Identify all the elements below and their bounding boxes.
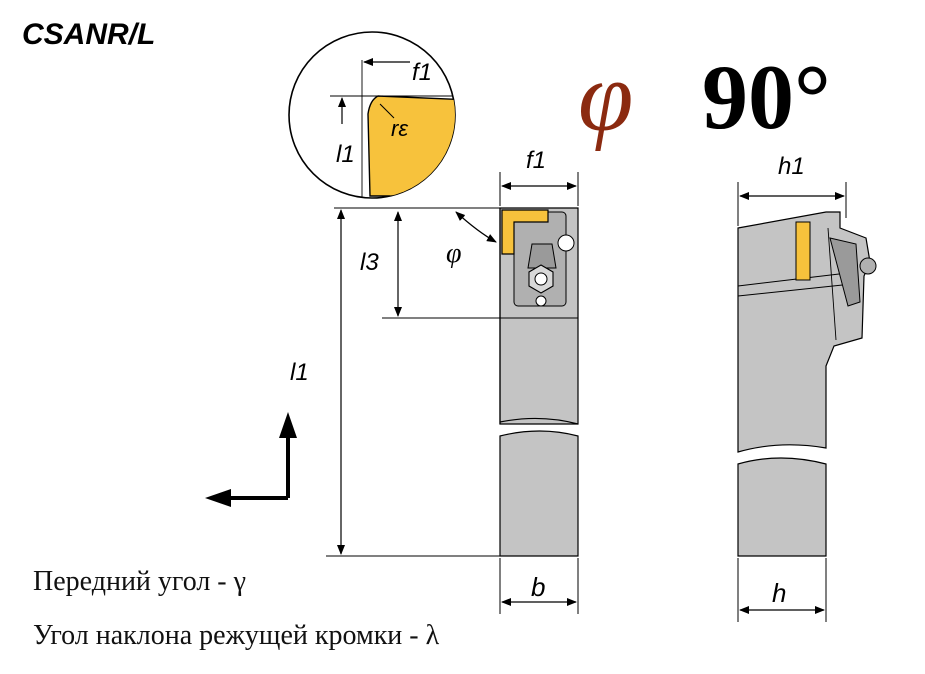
holder-front-view xyxy=(499,207,579,557)
r-epsilon-label: rε xyxy=(391,116,408,141)
h1-label: h1 xyxy=(778,153,805,180)
feed-direction-arrows xyxy=(205,412,297,507)
h-label: h xyxy=(772,578,786,608)
angle-value: 90° xyxy=(702,46,831,148)
holder-side-view xyxy=(737,211,877,557)
l3-label: l3 xyxy=(360,249,379,276)
f1-detail-label: f1 xyxy=(412,59,432,86)
inclination-angle-caption: Угол наклона режущей кромки - λ xyxy=(33,620,440,651)
insert-front xyxy=(501,209,549,255)
insert-side xyxy=(795,221,811,281)
f1-label: f1 xyxy=(526,147,546,174)
phi-angle-label: φ xyxy=(446,238,462,269)
l1-detail-label: l1 xyxy=(336,141,355,168)
insert-corner-detail xyxy=(367,95,455,197)
l1-label: l1 xyxy=(290,359,309,386)
insert-detail-view: f1 rε l1 xyxy=(288,31,456,199)
b-label: b xyxy=(531,572,545,602)
phi-symbol: φ xyxy=(578,41,633,152)
rake-angle-caption: Передний угол - γ xyxy=(33,566,246,597)
tool-code-title: CSANR/L xyxy=(22,18,156,51)
